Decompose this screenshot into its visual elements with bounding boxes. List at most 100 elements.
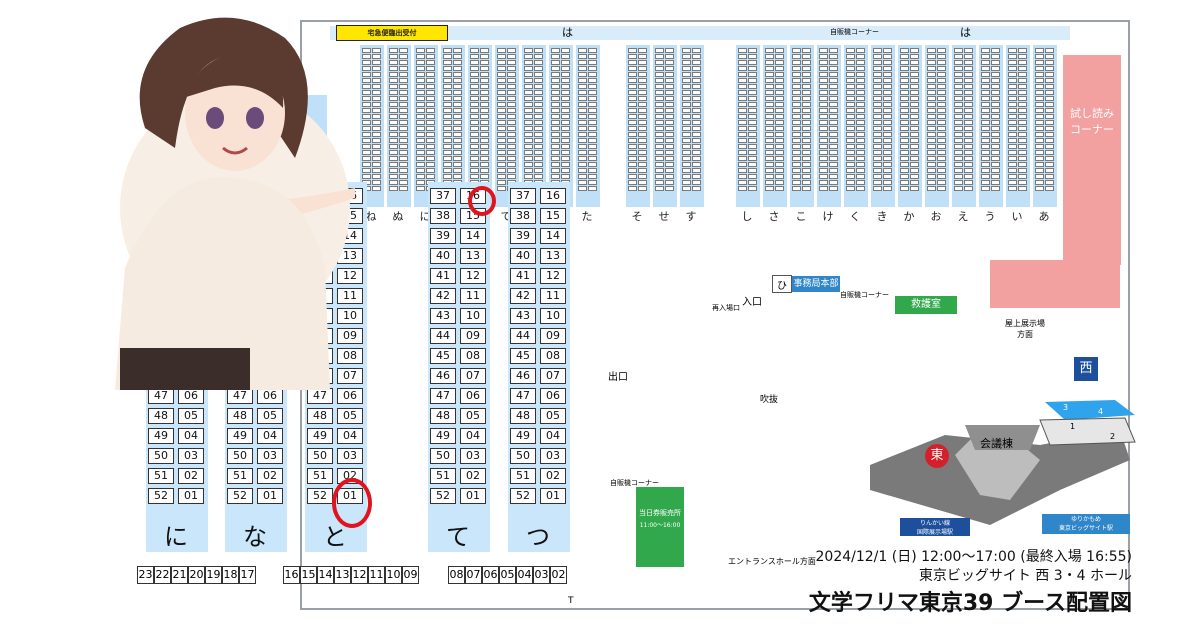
booth-cell-left[interactable]: 39 (430, 228, 456, 244)
booth-cell-left[interactable]: 50 (510, 448, 536, 464)
booth-cell-left[interactable]: 49 (227, 428, 253, 444)
booth-cell-left[interactable]: 51 (148, 468, 174, 484)
booth-cell-right[interactable]: 04 (178, 428, 204, 444)
booth-cell-right[interactable]: 09 (337, 328, 363, 344)
bottom-booth-cell[interactable]: 18 (222, 566, 239, 584)
booth-cell-left[interactable]: 50 (148, 448, 174, 464)
booth-cell-left[interactable]: 47 (148, 388, 174, 404)
booth-cell-left[interactable]: 48 (148, 408, 174, 424)
bottom-booth-cell[interactable]: 07 (465, 566, 482, 584)
booth-cell-left[interactable]: 49 (307, 428, 333, 444)
booth-cell-right[interactable]: 09 (540, 328, 566, 344)
booth-cell-right[interactable]: 16 (540, 188, 566, 204)
bottom-booth-cell[interactable]: 08 (448, 566, 465, 584)
booth-cell-left[interactable]: 51 (430, 468, 456, 484)
booth-cell-right[interactable]: 04 (540, 428, 566, 444)
booth-cell-left[interactable]: 47 (227, 388, 253, 404)
booth-cell-right[interactable]: 05 (257, 408, 283, 424)
booth-cell-right[interactable]: 04 (337, 428, 363, 444)
booth-cell-right[interactable]: 06 (540, 388, 566, 404)
booth-cell-right[interactable]: 12 (540, 268, 566, 284)
booth-cell-left[interactable]: 51 (510, 468, 536, 484)
booth-cell-right[interactable]: 05 (337, 408, 363, 424)
booth-cell-right[interactable]: 13 (540, 248, 566, 264)
booth-cell-left[interactable]: 37 (430, 188, 456, 204)
bottom-booth-cell[interactable]: 06 (482, 566, 499, 584)
booth-cell-left[interactable]: 47 (307, 388, 333, 404)
booth-cell-right[interactable]: 12 (460, 268, 486, 284)
booth-cell-right[interactable]: 07 (460, 368, 486, 384)
booth-cell-right[interactable]: 03 (460, 448, 486, 464)
booth-cell-left[interactable]: 38 (430, 208, 456, 224)
booth-cell-left[interactable]: 46 (430, 368, 456, 384)
booth-cell-right[interactable]: 02 (178, 468, 204, 484)
booth-cell-left[interactable]: 44 (430, 328, 456, 344)
booth-cell-right[interactable]: 05 (460, 408, 486, 424)
booth-cell-right[interactable]: 04 (257, 428, 283, 444)
booth-cell-left[interactable]: 52 (430, 488, 456, 504)
booth-cell-left[interactable]: 51 (227, 468, 253, 484)
booth-cell-right[interactable]: 02 (257, 468, 283, 484)
booth-cell-left[interactable]: 43 (430, 308, 456, 324)
booth-cell-left[interactable]: 48 (307, 408, 333, 424)
booth-cell-left[interactable]: 40 (510, 248, 536, 264)
booth-cell-right[interactable]: 01 (460, 488, 486, 504)
booth-cell-left[interactable]: 49 (510, 428, 536, 444)
booth-cell-right[interactable]: 01 (178, 488, 204, 504)
booth-cell-right[interactable]: 11 (337, 288, 363, 304)
bottom-booth-cell[interactable]: 09 (402, 566, 419, 584)
bottom-booth-cell[interactable]: 12 (351, 566, 368, 584)
booth-cell-left[interactable]: 52 (307, 488, 333, 504)
booth-cell-right[interactable]: 14 (460, 228, 486, 244)
booth-cell-left[interactable]: 52 (227, 488, 253, 504)
booth-cell-right[interactable]: 06 (460, 388, 486, 404)
bottom-booth-cell[interactable]: 16 (283, 566, 300, 584)
booth-cell-left[interactable]: 50 (227, 448, 253, 464)
booth-cell-right[interactable]: 12 (337, 268, 363, 284)
booth-cell-left[interactable]: 37 (510, 188, 536, 204)
booth-cell-right[interactable]: 11 (460, 288, 486, 304)
bottom-booth-cell[interactable]: 17 (239, 566, 256, 584)
booth-cell-right[interactable]: 04 (460, 428, 486, 444)
booth-cell-right[interactable]: 08 (337, 348, 363, 364)
booth-cell-left[interactable]: 41 (510, 268, 536, 284)
booth-cell-right[interactable]: 14 (540, 228, 566, 244)
bottom-booth-cell[interactable]: 15 (300, 566, 317, 584)
bottom-booth-cell[interactable]: 23 (137, 566, 154, 584)
booth-cell-left[interactable]: 43 (510, 308, 536, 324)
booth-cell-left[interactable]: 38 (510, 208, 536, 224)
bottom-booth-cell[interactable]: 13 (334, 566, 351, 584)
bottom-booth-cell[interactable]: 02 (550, 566, 567, 584)
booth-cell-left[interactable]: 49 (148, 428, 174, 444)
bottom-booth-cell[interactable]: 19 (205, 566, 222, 584)
booth-cell-right[interactable]: 07 (337, 368, 363, 384)
booth-cell-right[interactable]: 06 (178, 388, 204, 404)
booth-cell-left[interactable]: 50 (307, 448, 333, 464)
booth-cell-right[interactable]: 10 (337, 308, 363, 324)
booth-cell-left[interactable]: 52 (510, 488, 536, 504)
booth-cell-left[interactable]: 45 (430, 348, 456, 364)
booth-cell-right[interactable]: 03 (257, 448, 283, 464)
booth-cell-right[interactable]: 05 (540, 408, 566, 424)
bottom-booth-cell[interactable]: 03 (533, 566, 550, 584)
booth-cell-left[interactable]: 45 (510, 348, 536, 364)
booth-cell-right[interactable]: 07 (540, 368, 566, 384)
booth-cell-left[interactable]: 48 (227, 408, 253, 424)
bottom-booth-cell[interactable]: 05 (499, 566, 516, 584)
booth-cell-right[interactable]: 11 (540, 288, 566, 304)
booth-cell-right[interactable]: 01 (257, 488, 283, 504)
booth-cell-left[interactable]: 52 (148, 488, 174, 504)
bottom-booth-cell[interactable]: 20 (188, 566, 205, 584)
booth-cell-right[interactable]: 01 (540, 488, 566, 504)
bottom-booth-cell[interactable]: 21 (171, 566, 188, 584)
booth-cell-left[interactable]: 49 (430, 428, 456, 444)
bottom-booth-cell[interactable]: 11 (368, 566, 385, 584)
booth-cell-right[interactable]: 10 (460, 308, 486, 324)
bottom-booth-cell[interactable]: 04 (516, 566, 533, 584)
booth-cell-right[interactable]: 08 (460, 348, 486, 364)
booth-cell-right[interactable]: 02 (540, 468, 566, 484)
booth-cell-right[interactable]: 06 (337, 388, 363, 404)
bottom-booth-cell[interactable]: 14 (317, 566, 334, 584)
booth-cell-left[interactable]: 42 (510, 288, 536, 304)
booth-cell-left[interactable]: 50 (430, 448, 456, 464)
